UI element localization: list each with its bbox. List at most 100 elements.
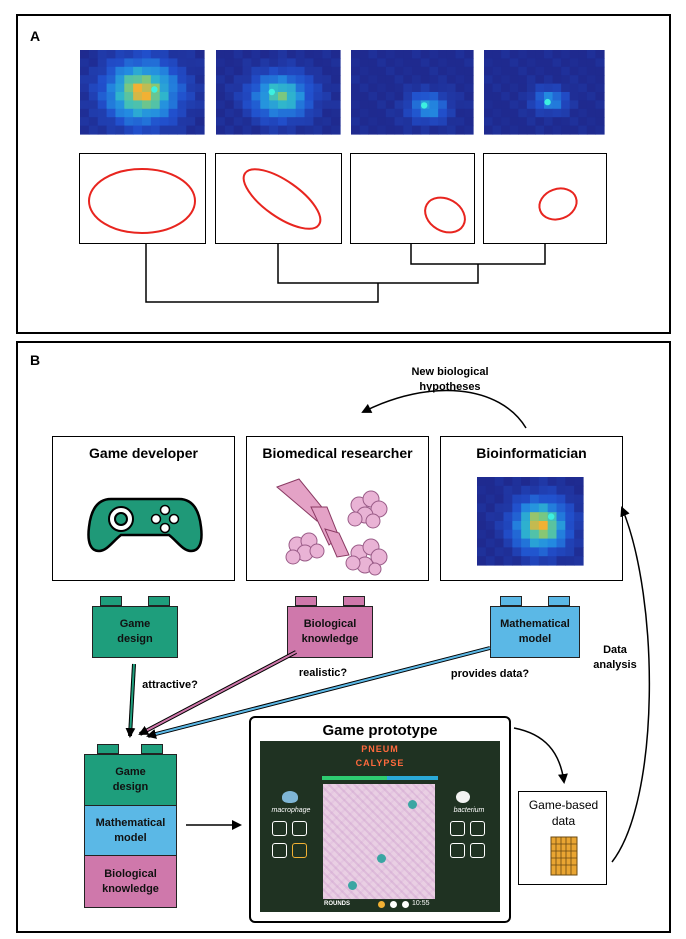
heatmap-cell — [168, 58, 179, 68]
heatmap-cell — [586, 83, 597, 93]
game-based-data-box: Game-based data — [518, 791, 607, 885]
control-icon[interactable] — [450, 821, 465, 836]
heatmap-cell — [485, 556, 496, 566]
control-icon[interactable] — [292, 821, 307, 836]
heatmap-cell — [331, 125, 341, 135]
heatmap-cell — [331, 108, 341, 118]
heatmap-cell — [260, 75, 270, 85]
heatmap-cell — [124, 108, 134, 118]
heatmap-cell — [159, 125, 170, 135]
control-icon[interactable] — [470, 843, 485, 858]
heatmap-cell — [142, 75, 152, 85]
control-icon[interactable] — [272, 843, 287, 858]
control-icon[interactable] — [272, 821, 287, 836]
brick-label-line2: design — [112, 781, 149, 793]
heatmap-cell — [535, 58, 545, 68]
heatmap-cell — [233, 92, 244, 101]
heatmap-cell — [578, 58, 588, 68]
heatmap-cell — [556, 538, 566, 548]
heatmap-cell — [420, 108, 431, 118]
heatmap-cell — [477, 512, 487, 522]
heatmap-cell — [150, 92, 161, 101]
heatmap-1 — [80, 50, 205, 135]
heatmap-cell — [509, 58, 519, 68]
heatmap-cell — [242, 100, 253, 110]
heatmap-cell — [538, 547, 549, 557]
heatmap-cell — [322, 50, 332, 59]
heatmap-cell — [150, 117, 161, 127]
heatmap-cell — [509, 100, 519, 110]
heatmap-cell — [359, 117, 370, 127]
heatmap-cell — [530, 556, 540, 566]
macrophage-cell-icon — [377, 854, 386, 863]
heatmap-cell — [552, 50, 562, 59]
heatmap-cell — [115, 100, 125, 110]
heatmap-cell — [159, 100, 170, 110]
heatmap-cell — [159, 83, 170, 93]
heatmap-cell — [224, 117, 235, 127]
heatmap-cell — [477, 547, 487, 557]
heatmap-cell — [412, 125, 422, 135]
heatmap-cell — [569, 117, 579, 127]
heatmap-cell — [535, 75, 545, 85]
macrophage-cell-icon — [408, 800, 417, 809]
heatmap-cell — [233, 75, 244, 85]
heatmap-cell — [195, 83, 205, 93]
heatmap-cell — [216, 66, 226, 76]
heatmap-cell — [595, 83, 605, 93]
heatmap-cell — [438, 117, 448, 127]
heatmap-cell — [286, 108, 297, 118]
heatmap-cell — [403, 125, 413, 135]
heatmap-cell — [313, 125, 323, 135]
heatmap-cell — [429, 58, 439, 68]
heatmap-cell — [331, 117, 341, 127]
control-icon[interactable] — [292, 843, 307, 858]
heatmap-cell — [455, 100, 465, 110]
heatmap-cell — [150, 75, 161, 85]
heatmap-cell — [142, 50, 152, 59]
heatmap-cell — [278, 50, 288, 59]
heatmap-cell — [535, 108, 545, 118]
control-icon[interactable] — [450, 843, 465, 858]
heatmap-cell — [530, 512, 540, 522]
heatmap-cell — [438, 100, 448, 110]
heatmap-cell — [177, 100, 187, 110]
brick-stud — [343, 596, 365, 606]
heatmap-cell — [485, 512, 496, 522]
heatmap-cell — [464, 83, 474, 93]
heatmap-cell — [177, 108, 187, 118]
heatmap-cell — [224, 92, 235, 101]
heatmap-cell — [251, 66, 261, 76]
ellipse-3 — [424, 196, 466, 234]
heatmap-cell — [547, 547, 558, 557]
heatmap-cell — [295, 100, 306, 110]
heatmap-cell — [88, 117, 99, 127]
heatmap-cell — [269, 83, 279, 93]
heatmap-cell — [518, 117, 528, 127]
heatmap-cell — [429, 83, 439, 93]
data-analysis-line1: Data — [603, 644, 627, 656]
heatmap-cell — [535, 50, 545, 59]
heatmap-cell — [518, 66, 528, 76]
heatmap-cell — [359, 66, 370, 76]
heatmap-cell — [359, 83, 370, 93]
heatmap-cell — [574, 547, 584, 557]
heatmap-cell — [547, 477, 558, 487]
heatmap-cell — [578, 100, 588, 110]
heatmap-cell — [216, 92, 226, 101]
heatmap-cell — [586, 125, 597, 135]
heatmap-cell — [561, 75, 571, 85]
heatmap-cell — [530, 503, 540, 513]
heatmap-cell — [464, 50, 474, 59]
heatmap-cell — [538, 529, 549, 540]
heatmap-cell — [455, 58, 465, 68]
heatmap-cell — [420, 92, 431, 101]
heatmap-cell — [492, 100, 502, 110]
heatmap-cell — [556, 556, 566, 566]
heatmap-cell — [494, 503, 505, 513]
heatmap-cell — [351, 125, 361, 135]
heatmap-cell — [509, 125, 519, 135]
control-icon[interactable] — [470, 821, 485, 836]
heatmap-cell — [385, 125, 396, 135]
